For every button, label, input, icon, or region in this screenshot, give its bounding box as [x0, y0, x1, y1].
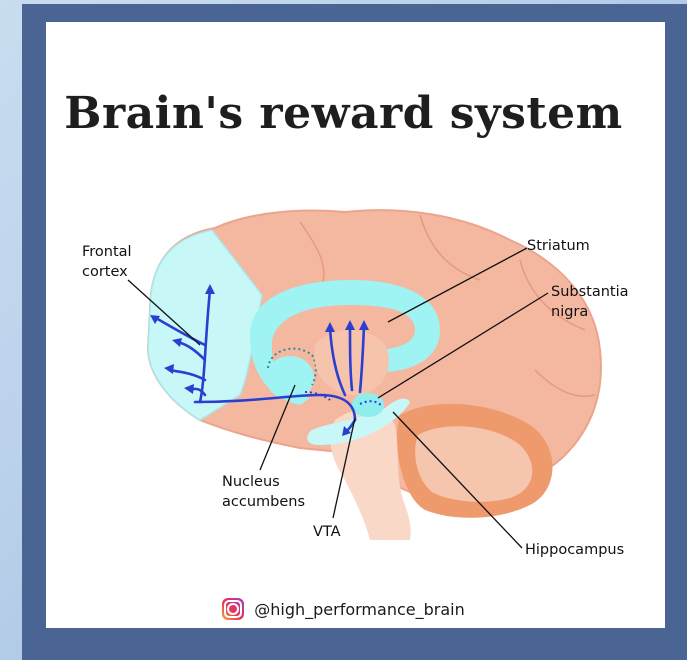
label-frontal-cortex-1: Frontal [82, 244, 132, 260]
label-striatum: Striatum [527, 238, 590, 254]
footer: @high_performance_brain [0, 598, 687, 620]
instagram-icon[interactable] [222, 598, 244, 620]
instagram-handle[interactable]: @high_performance_brain [254, 600, 464, 619]
label-nucleus-accumbens-1: Nucleus [222, 474, 280, 490]
label-substantia-nigra-2: nigra [551, 304, 588, 320]
label-substantia-nigra-1: Substantia [551, 284, 629, 300]
label-nucleus-accumbens-2: accumbens [222, 494, 305, 510]
label-frontal-cortex-2: cortex [82, 264, 128, 280]
label-vta: VTA [313, 524, 341, 540]
nucleus-accumbens-region [266, 356, 314, 400]
label-hippocampus: Hippocampus [525, 542, 624, 558]
